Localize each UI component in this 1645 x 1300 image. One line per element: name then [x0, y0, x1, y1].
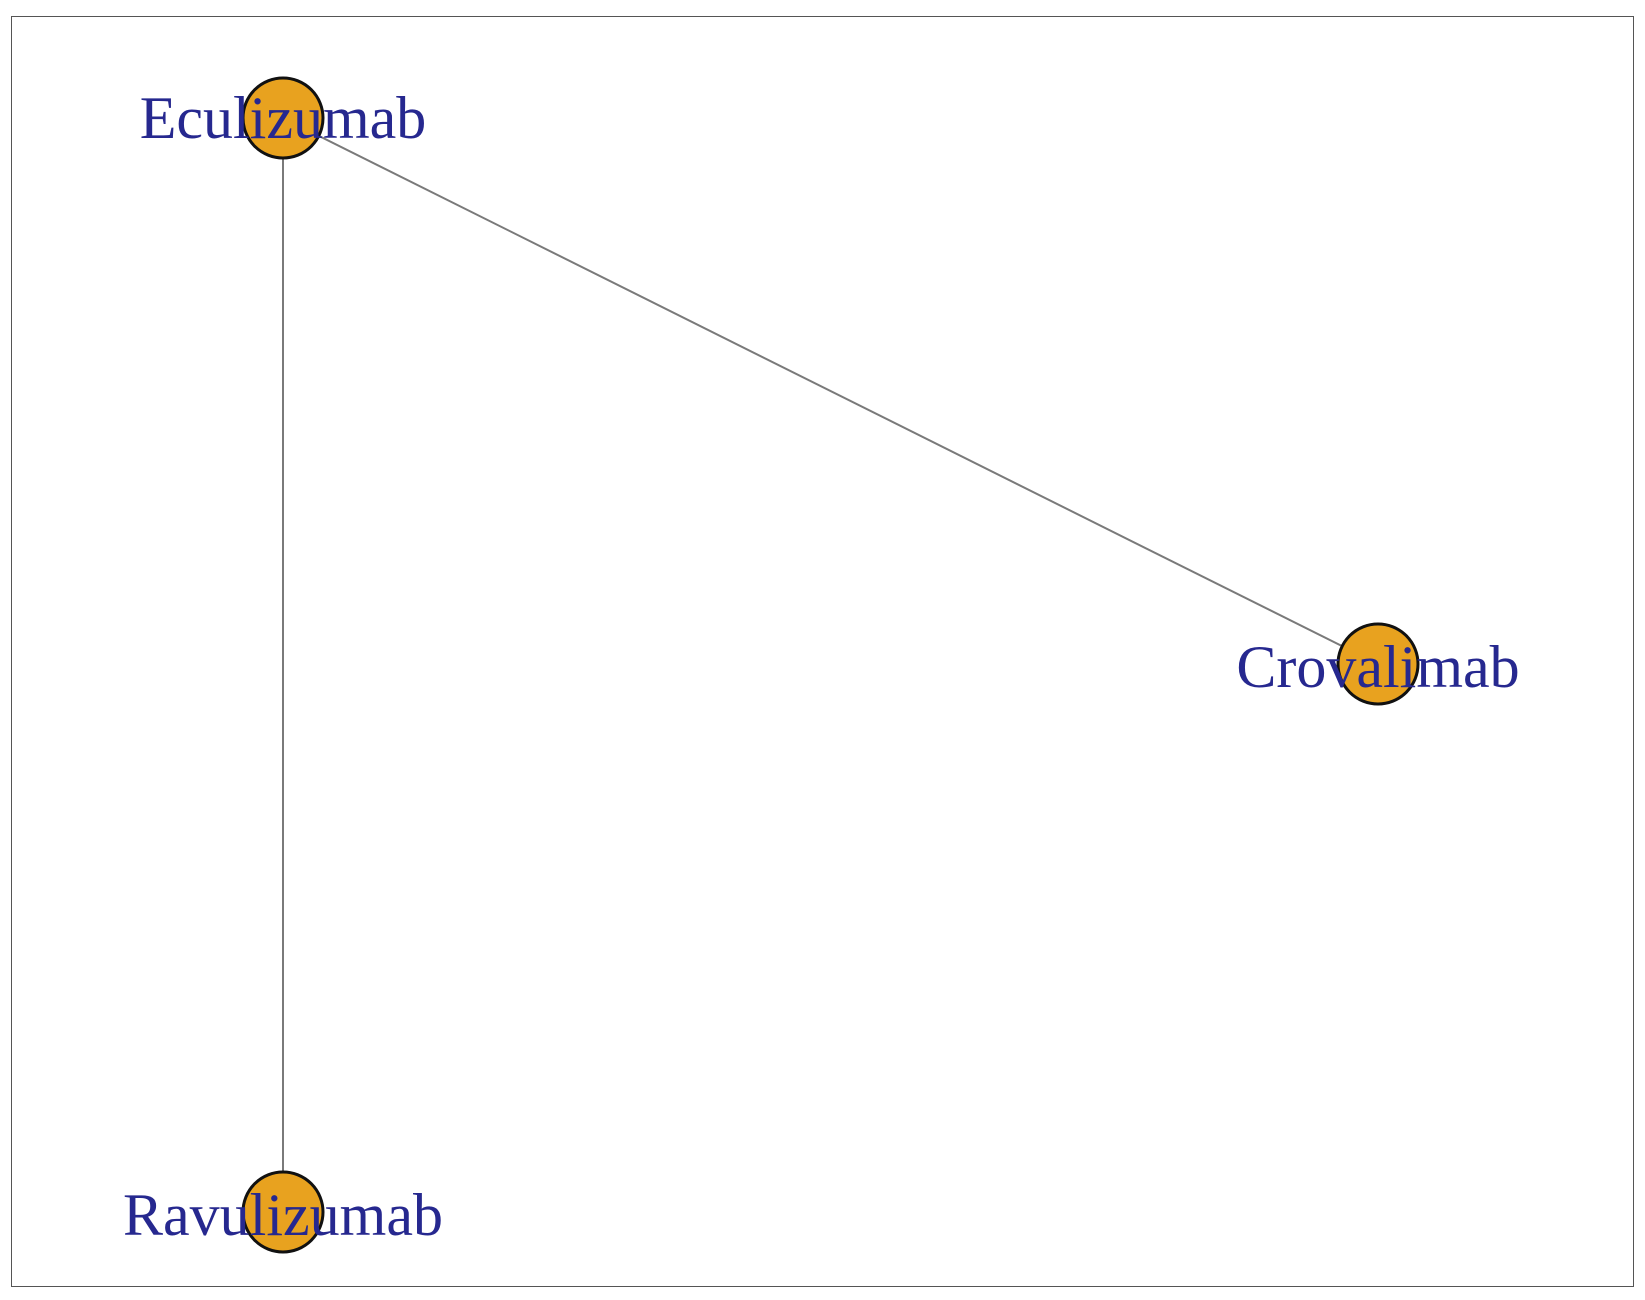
node-ravulizumab: [241, 1170, 325, 1254]
node-crovalimab: [1336, 622, 1420, 706]
node-label-crovalimab: Crovalimab: [1236, 634, 1519, 700]
edges-layer: [282, 117, 1379, 1212]
node-label-ravulizumab: Ravulizumab: [123, 1182, 443, 1248]
edge-eculizumab-crovalimab: [282, 117, 1379, 665]
nodes-layer: [241, 76, 1420, 1254]
node-eculizumab: [241, 76, 325, 160]
node-label-eculizumab: Eculizumab: [140, 85, 427, 151]
